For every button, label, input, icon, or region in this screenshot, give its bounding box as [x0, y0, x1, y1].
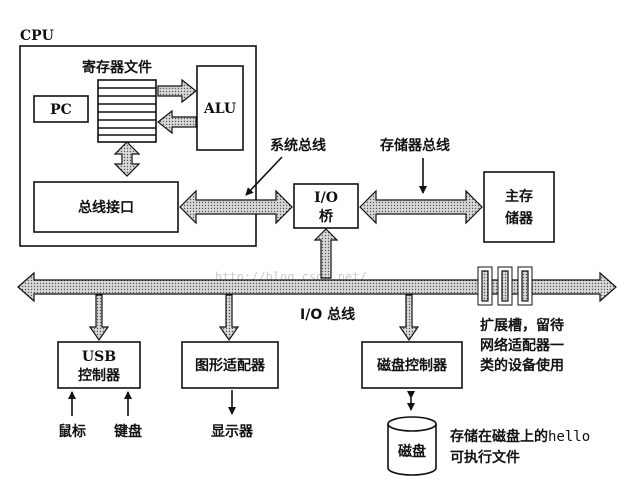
- io-bus-to-graphics-arrow: [218, 294, 240, 342]
- regfile-bus-interface-arrow: [113, 141, 141, 177]
- alu-to-regfile-arrow: [157, 109, 197, 135]
- register-file-title: 寄存器文件: [82, 59, 152, 76]
- main-memory-line2: 储器: [504, 210, 534, 227]
- disk-note-line2: 可执行文件: [450, 449, 520, 466]
- usb-controller-line2: 控制器: [78, 367, 121, 384]
- pc-label: PC: [50, 102, 72, 118]
- usb-controller-box: [57, 341, 141, 389]
- io-bus-to-usb-arrow: [88, 294, 110, 342]
- disk-cylinder-body: [387, 424, 437, 476]
- expansion-slots-line2: 网络适配器一: [480, 337, 564, 354]
- io-bridge-line1: I/O: [314, 190, 338, 206]
- main-memory-line1: 主存: [505, 188, 533, 205]
- io-bus-label: I/O 总线: [300, 306, 355, 323]
- disk-note-code: hello: [548, 429, 590, 445]
- alu-label: ALU: [203, 101, 236, 117]
- expansion-slots-line1: 扩展槽，留待: [480, 317, 564, 334]
- io-bus-to-disk-controller-arrow: [398, 294, 420, 342]
- disk-controller-label: 磁盘控制器: [377, 357, 448, 374]
- bus-interface-label: 总线接口: [78, 199, 134, 216]
- memory-bus-arrow: [359, 189, 483, 225]
- system-bus-arrow: [179, 189, 293, 225]
- alu-box: [196, 65, 244, 151]
- usb-controller-line1: USB: [82, 349, 116, 365]
- cpu-title: CPU: [20, 28, 54, 44]
- keyboard-label: 键盘: [113, 423, 142, 440]
- system-bus-pointer: [245, 156, 283, 196]
- disk-controller-box: [361, 341, 463, 389]
- expansion-slot-fill: [481, 270, 489, 302]
- expansion-slots-line3: 类的设备使用: [480, 357, 564, 374]
- pc-box: [33, 95, 89, 123]
- disk-label: 磁盘: [398, 443, 426, 460]
- regfile-to-alu-arrow: [157, 78, 197, 104]
- io-bridge-line2: 桥: [319, 208, 334, 225]
- expansion-slot-fill: [501, 270, 509, 302]
- main-memory-box: [483, 171, 555, 243]
- display-label: 显示器: [211, 424, 254, 440]
- system-bus-label: 系统总线: [270, 137, 326, 154]
- expansion-slot-fill: [521, 270, 529, 302]
- memory-bus-label: 存储器总线: [380, 137, 450, 154]
- io-bus-arrow: [17, 271, 617, 303]
- disk-cylinder-top: [387, 416, 437, 432]
- graphics-adapter-box: [181, 341, 279, 389]
- io-bridge-to-io-bus-arrow: [313, 228, 339, 279]
- register-file-box: [97, 79, 157, 143]
- disk-note-line1: 存储在磁盘上的hello: [450, 428, 590, 445]
- bus-interface-box: [33, 181, 179, 233]
- disk-note-prefix: 存储在磁盘上的: [450, 428, 548, 445]
- mouse-label: 鼠标: [58, 423, 86, 440]
- graphics-adapter-label: 图形适配器: [195, 357, 266, 374]
- io-bridge-box: [293, 183, 359, 229]
